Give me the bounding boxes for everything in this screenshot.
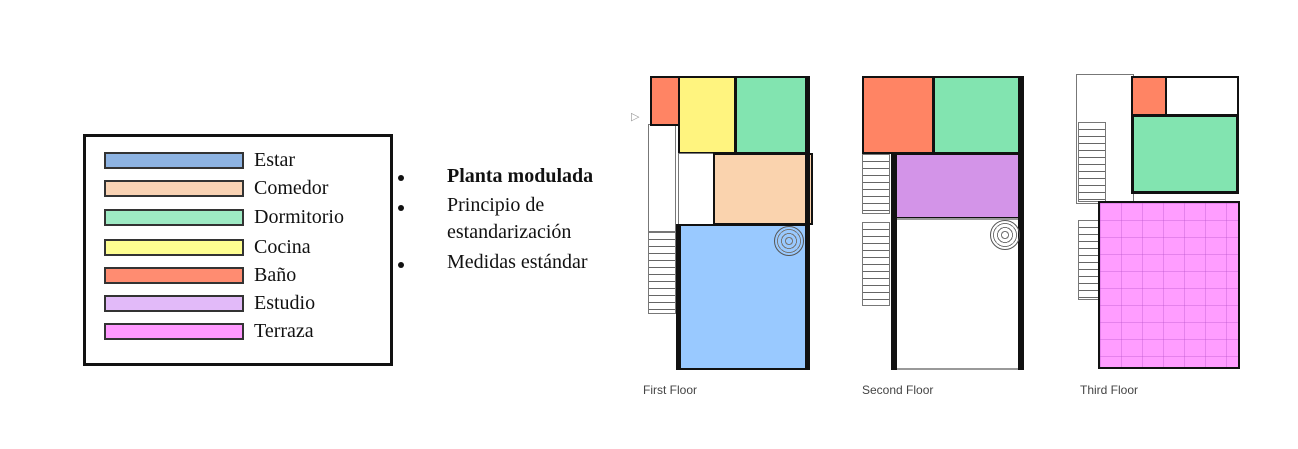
dormitorio-room bbox=[735, 76, 809, 154]
cocina-swatch bbox=[104, 238, 244, 256]
entrance-arrow-icon: ▷ bbox=[631, 111, 640, 123]
terraza-swatch bbox=[104, 322, 244, 340]
dormitorio-swatch bbox=[104, 208, 244, 226]
bullet-principio-cont: estandarización bbox=[447, 221, 572, 243]
legend-label: Comedor bbox=[254, 177, 329, 199]
bano-room bbox=[1131, 76, 1167, 116]
floor-label-third: Third Floor bbox=[1080, 383, 1139, 397]
floor-label-second: Second Floor bbox=[862, 383, 934, 397]
comedor-swatch bbox=[104, 179, 244, 197]
wall bbox=[1018, 76, 1024, 370]
legend-item-estar: Estar bbox=[104, 149, 295, 171]
bullet-planta-modulada: Planta modulada bbox=[447, 165, 594, 187]
legend-item-bano: Baño bbox=[104, 264, 296, 286]
bullet-principio: Principio de bbox=[447, 194, 545, 216]
stairs-icon bbox=[862, 154, 890, 214]
stairs-icon bbox=[862, 222, 890, 306]
bullet-medidas: Medidas estándar bbox=[447, 251, 588, 273]
estudio-room bbox=[895, 153, 1023, 219]
hall bbox=[678, 153, 714, 225]
legend-item-terraza: Terraza bbox=[104, 320, 314, 342]
legend-label: Estudio bbox=[254, 292, 316, 314]
legend-item-estudio: Estudio bbox=[104, 292, 315, 314]
estar-swatch bbox=[104, 151, 244, 169]
spiral-stair-icon bbox=[774, 226, 804, 256]
legend-label: Cocina bbox=[254, 236, 311, 258]
dormitorio-room bbox=[1131, 114, 1239, 194]
legend-box: Estar Comedor Dormitorio Cocina Baño Est… bbox=[83, 134, 393, 366]
legend-item-dormitorio: Dormitorio bbox=[104, 206, 344, 228]
bullet-dot bbox=[398, 262, 404, 268]
cocina-room bbox=[678, 76, 736, 154]
legend-label: Dormitorio bbox=[254, 206, 344, 228]
bullet-dot bbox=[398, 175, 404, 181]
estudio-swatch bbox=[104, 294, 244, 312]
comedor-room bbox=[713, 153, 813, 225]
bano-swatch bbox=[104, 266, 244, 284]
wall bbox=[805, 76, 810, 370]
legend-label: Baño bbox=[254, 264, 297, 286]
bano-room bbox=[650, 76, 680, 126]
stairs-icon bbox=[648, 232, 676, 314]
wall bbox=[676, 224, 681, 370]
dormitorio-room bbox=[933, 76, 1023, 154]
legend-label: Estar bbox=[254, 149, 296, 171]
terraza-room bbox=[1098, 201, 1240, 369]
white-room bbox=[1165, 76, 1239, 116]
bullet-dot bbox=[398, 205, 404, 211]
corridor bbox=[648, 124, 676, 232]
legend-item-comedor: Comedor bbox=[104, 177, 328, 199]
wall bbox=[891, 154, 897, 370]
legend-label: Terraza bbox=[254, 320, 314, 342]
spiral-stair-icon bbox=[990, 220, 1020, 250]
bano-room bbox=[862, 76, 934, 154]
legend-item-cocina: Cocina bbox=[104, 236, 311, 258]
floor-label-first: First Floor bbox=[643, 383, 697, 397]
stairs-icon bbox=[1078, 122, 1106, 202]
